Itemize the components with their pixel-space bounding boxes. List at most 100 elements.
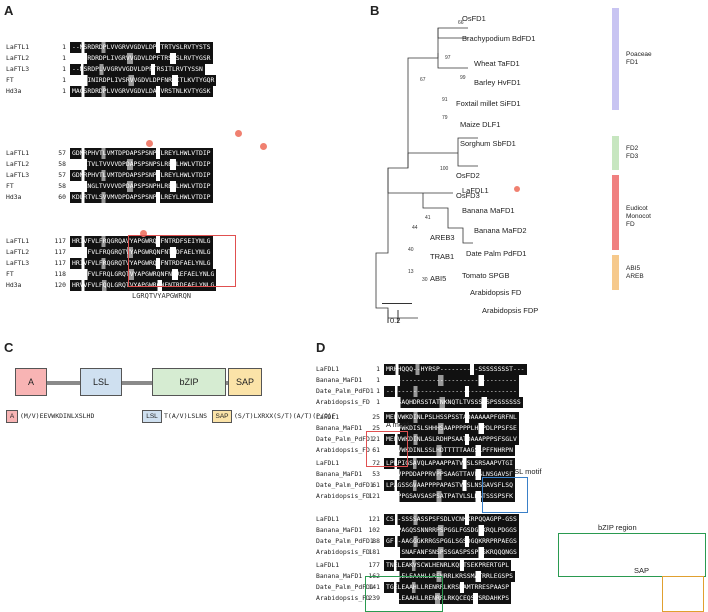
sequence-residues: --MSINIRDPLIVSRVVGDVLDPFNRSITLKVTYGQR: [70, 75, 217, 86]
position-number: 1: [376, 376, 380, 384]
sequence-residues: KDLRTVLSVVMVDPDAPSPSNPNLREYLHWLVTDIP: [70, 192, 213, 203]
sequence-residues: CS--SSSSASSPSFSDLVCNKKRPQQAGPP-GSS: [384, 514, 519, 525]
heading-bzip-region: bZIP region: [598, 523, 637, 532]
position-number: 239: [368, 594, 380, 602]
position-number: 117: [54, 259, 66, 267]
sequence-name: LaFDL1: [316, 365, 340, 373]
taxon-label: OsFD1: [462, 14, 486, 23]
taxon-label: Arabidopsis FD: [470, 288, 522, 297]
domain-sap: SAP: [228, 368, 262, 396]
bootstrap-value: 44: [412, 225, 418, 231]
position-number: 1: [62, 65, 66, 73]
bootstrap-value: 40: [408, 247, 414, 253]
lafdl1-marker: [514, 186, 520, 192]
sequence-residues: PR--SNAFANFSNSPSSGASPSSPFSKRQQQNGS: [384, 547, 519, 558]
sequence-name: Arabidopsis_FD: [316, 594, 370, 602]
legend-motif-text: (S/T)LXRXX(S/T)(A/T)(P/Q)F: [234, 412, 336, 420]
sequence-residues: HRIVFVLFRQGRQAVYAPGWRQNFNTRDFSEIYNLG: [70, 236, 213, 247]
sequence-name: Hd3a: [6, 193, 22, 201]
position-number: 117: [54, 237, 66, 245]
sequence-residues: --MSRDPLVVGRVVGDVLDPFTRSITLRVTYSSN: [70, 64, 205, 75]
sequence-residues: TNELEAAHLLRENRRLRKQCEQSWSRDAHKPS: [384, 593, 512, 604]
sap-box: [662, 576, 704, 612]
clade-bar: [612, 255, 619, 290]
lsl-motif-box: [482, 477, 528, 513]
sequence-name: LaFTL1: [6, 237, 30, 245]
heading-sap: SAP: [634, 566, 650, 575]
position-number: 72: [372, 459, 380, 467]
sequence-residues: STTPPGSAVSASPSATPATVLSLNSTSSSPSFK: [384, 491, 515, 502]
sequence-name: LaFDL1: [316, 561, 340, 569]
sequence-name: LaFTL1: [6, 43, 30, 51]
heading-lsl-motif: LSL motif: [510, 467, 542, 476]
position-number: 1: [62, 43, 66, 51]
alignment-row: LaFDL1 121 CS--SSSSASSPSFSDLVCNKKRPQQAGPP-…: [316, 514, 519, 525]
sequence-name: Banana_MaFD1: [316, 572, 363, 580]
a-motif-box: [366, 431, 408, 467]
legend-swatch: A: [6, 410, 18, 423]
sequence-residues: MLSSAQHDRSSTATNKNQTLTVSSSSSPSSSSSSS: [384, 397, 523, 408]
bootstrap-value: 97: [445, 55, 451, 61]
panel-d-block: LaFDL1 1 MRHHQQQ--HYRSP----------SSSSSSSST…: [316, 364, 527, 408]
sequence-residues: LPAGSSGVAAPPPPAPASTVLSLNSGAVSFLSQ: [384, 480, 515, 491]
position-number: 121: [368, 515, 380, 523]
sequence-name: Arabidopsis_FD: [316, 548, 370, 556]
clade-label: Poaceae FD1: [626, 51, 652, 66]
sequence-residues: DLSPAGQSSNNRRPSPGGLFGSDGQKRQLPDGGS: [384, 525, 519, 536]
sequence-name: Date_Palm_PdFD1: [316, 435, 374, 443]
bootstrap-value: 100: [440, 166, 449, 172]
bootstrap-value: 13: [408, 269, 414, 275]
residue-marker: [235, 130, 242, 137]
sequence-residues: MRHHQQQ--HYRSP----------SSSSSSSST---: [384, 364, 527, 375]
sequence-name: LaFTL2: [6, 160, 30, 168]
sequence-name: LaFDL1: [316, 515, 340, 523]
sequence-residues: --MDRDRDPLIVGRVVGDVLDPFTRSISLRVTYGSR: [70, 53, 213, 64]
sequence-residues: TNELEAKVSCWLHENRLKQLTSEKPRERTGPL: [384, 560, 512, 571]
alignment-row: LaFTL1 117 HRIVFVLFRQGRQAVYAPGWRQNFNTRDFSE…: [6, 236, 216, 247]
taxon-label: Maize DLF1: [460, 120, 501, 129]
sequence-name: LaFTL2: [6, 248, 30, 256]
bootstrap-value: 41: [425, 215, 431, 221]
domain-lsl: LSL: [80, 368, 122, 396]
sequence-name: FT: [6, 76, 14, 84]
taxon-label: Date Palm PdFD1: [466, 249, 527, 258]
sequence-name: Arabidopsis_FD: [316, 398, 370, 406]
taxon-label: OsFD2: [456, 171, 480, 180]
residue-marker: [260, 143, 267, 150]
clade-label: Eudicot Monocot FD: [626, 204, 651, 228]
scale-bar-label: 0.2: [390, 316, 401, 325]
sequence-residues: MEEVWKDINLSSLHDTTTTTAAGSLPFFNHRPN: [384, 445, 515, 456]
position-number: 141: [368, 583, 380, 591]
sequence-name: Date_Palm_PdFD1: [316, 583, 374, 591]
bzip-region-box: [558, 533, 706, 577]
sequence-residues: GDMRPHVTLVMTDPDAPSPSNPTLREYLHWLVTDIP: [70, 148, 213, 159]
position-number: 61: [372, 446, 380, 454]
sequence-name: Arabidopsis_FD: [316, 446, 370, 454]
sequence-name: Date_Palm_PdFD1: [316, 481, 374, 489]
taxon-label: AREB3: [430, 233, 455, 242]
sequence-residues: HRVVFVLFQQLGRQTVYAPGWRQNFNTRDFAELYNLG: [70, 280, 217, 291]
sequence-name: LaFDL1: [316, 459, 340, 467]
residue-marker: [140, 230, 147, 237]
position-number: 1: [376, 365, 380, 373]
position-number: 58: [58, 182, 66, 190]
sequence-residues: TGELEAAHLLRENRRLKRSNAMTRRESPAASP: [384, 582, 512, 593]
